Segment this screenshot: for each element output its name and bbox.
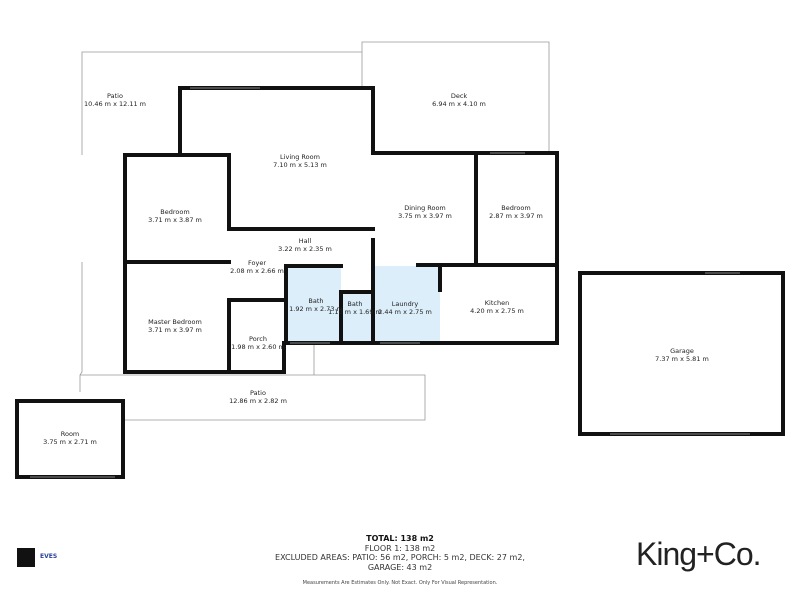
provider-logo: EVES <box>40 553 58 560</box>
floor-area: FLOOR 1: 138 m2 <box>364 543 436 553</box>
outdoor-outlines <box>79 41 550 421</box>
agency-logo: King+Co. <box>636 536 762 572</box>
windows <box>30 87 750 478</box>
total-area: TOTAL: 138 m2 <box>366 534 434 543</box>
disclaimer: Measurements Are Estimates Only. Not Exa… <box>302 580 498 586</box>
provider-logo-mark <box>17 548 35 567</box>
excluded-areas: EXCLUDED AREAS: PATIO: 56 m2, PORCH: 5 m… <box>275 553 525 562</box>
wet-areas <box>286 266 440 343</box>
area-summary: TOTAL: 138 m2 FLOOR 1: 138 m2 EXCLUDED A… <box>275 534 525 572</box>
excluded-areas-cont: GARAGE: 43 m2 <box>367 562 433 572</box>
